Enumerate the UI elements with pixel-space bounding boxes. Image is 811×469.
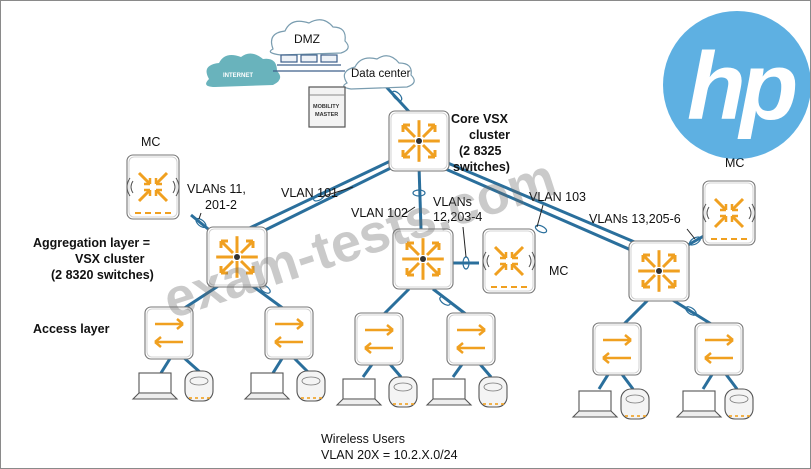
access-switch-5 [592, 322, 642, 376]
datacenter-cloud: Data center [343, 55, 415, 90]
vlan-102-label: VLAN 102 [351, 206, 408, 220]
internet-label: INTERNET [223, 73, 253, 79]
vlans-left-line2: 201-2 [205, 198, 237, 212]
access-switch-1 [144, 306, 194, 360]
vlan-103-label: VLAN 103 [529, 190, 586, 204]
aggregation-right-router-icon [628, 240, 690, 302]
hp-logo-text: hp [687, 33, 796, 140]
laptop-6 [675, 390, 723, 418]
access-layer-label: Access layer [33, 322, 110, 336]
mc-right-label: MC [725, 156, 744, 170]
mc-right-icon [702, 180, 756, 246]
access-switch-4 [446, 312, 496, 366]
lag-markers [195, 90, 702, 316]
core-label-line2: cluster [469, 128, 510, 142]
wireless-users-line1: Wireless Users [321, 432, 405, 446]
vlans-left-line1: VLANs 11, [187, 182, 246, 196]
core-label: Core VSX cluster (2 8325 switches) [451, 112, 510, 174]
aggregation-label: Aggregation layer = VSX cluster (2 8320 … [33, 236, 154, 282]
access-point-5 [620, 388, 650, 420]
mc-left-label: MC [141, 135, 160, 149]
aggregation-label-line1: Aggregation layer = [33, 236, 150, 250]
mobility-master-icon: MOBILITY MASTER [308, 86, 346, 128]
aggregation-label-line3: (2 8320 switches) [51, 268, 154, 282]
access-switch-2 [264, 306, 314, 360]
laptop-1 [131, 372, 179, 400]
dmz-label: DMZ [294, 32, 320, 46]
access-point-6 [724, 388, 754, 420]
core-router-icon [388, 110, 450, 172]
laptop-4 [425, 378, 473, 406]
aggregation-center-router-icon [392, 228, 454, 290]
vlan-101-label: VLAN 101 [281, 186, 338, 200]
hp-logo: hp [663, 11, 810, 159]
access-switch-3 [354, 312, 404, 366]
aggregation-left-router-icon [206, 226, 268, 288]
mc-center-icon [482, 228, 536, 294]
aggregation-label-line2: VSX cluster [75, 252, 145, 266]
core-label-line1: Core VSX [451, 112, 509, 126]
wireless-users-line2: VLAN 20X = 10.2.X.0/24 [321, 448, 458, 462]
mc-left-icon [126, 154, 180, 220]
mobility-master-line2: MASTER [315, 112, 338, 118]
label-pointers [198, 186, 696, 258]
access-switch-6 [694, 322, 744, 376]
mc-center-label: MC [549, 264, 568, 278]
laptop-3 [335, 378, 383, 406]
vlans-right-label: VLANs 13,205-6 [589, 212, 681, 226]
laptop-5 [571, 390, 619, 418]
access-point-1 [184, 370, 214, 402]
mobility-master-line1: MOBILITY [313, 104, 340, 110]
core-label-line3: (2 8325 [459, 144, 501, 158]
access-point-4 [478, 376, 508, 408]
internet-cloud: INTERNET [206, 53, 281, 87]
core-label-line4: switches) [453, 160, 510, 174]
access-point-2 [296, 370, 326, 402]
dmz-cloud: DMZ [269, 19, 349, 56]
datacenter-label: Data center [351, 68, 411, 80]
vlans-center-line1: VLANs [433, 195, 472, 209]
dmz-server-icon [273, 54, 345, 72]
access-point-3 [388, 376, 418, 408]
vlans-center-line2: 12,203-4 [433, 210, 482, 224]
laptop-2 [243, 372, 291, 400]
